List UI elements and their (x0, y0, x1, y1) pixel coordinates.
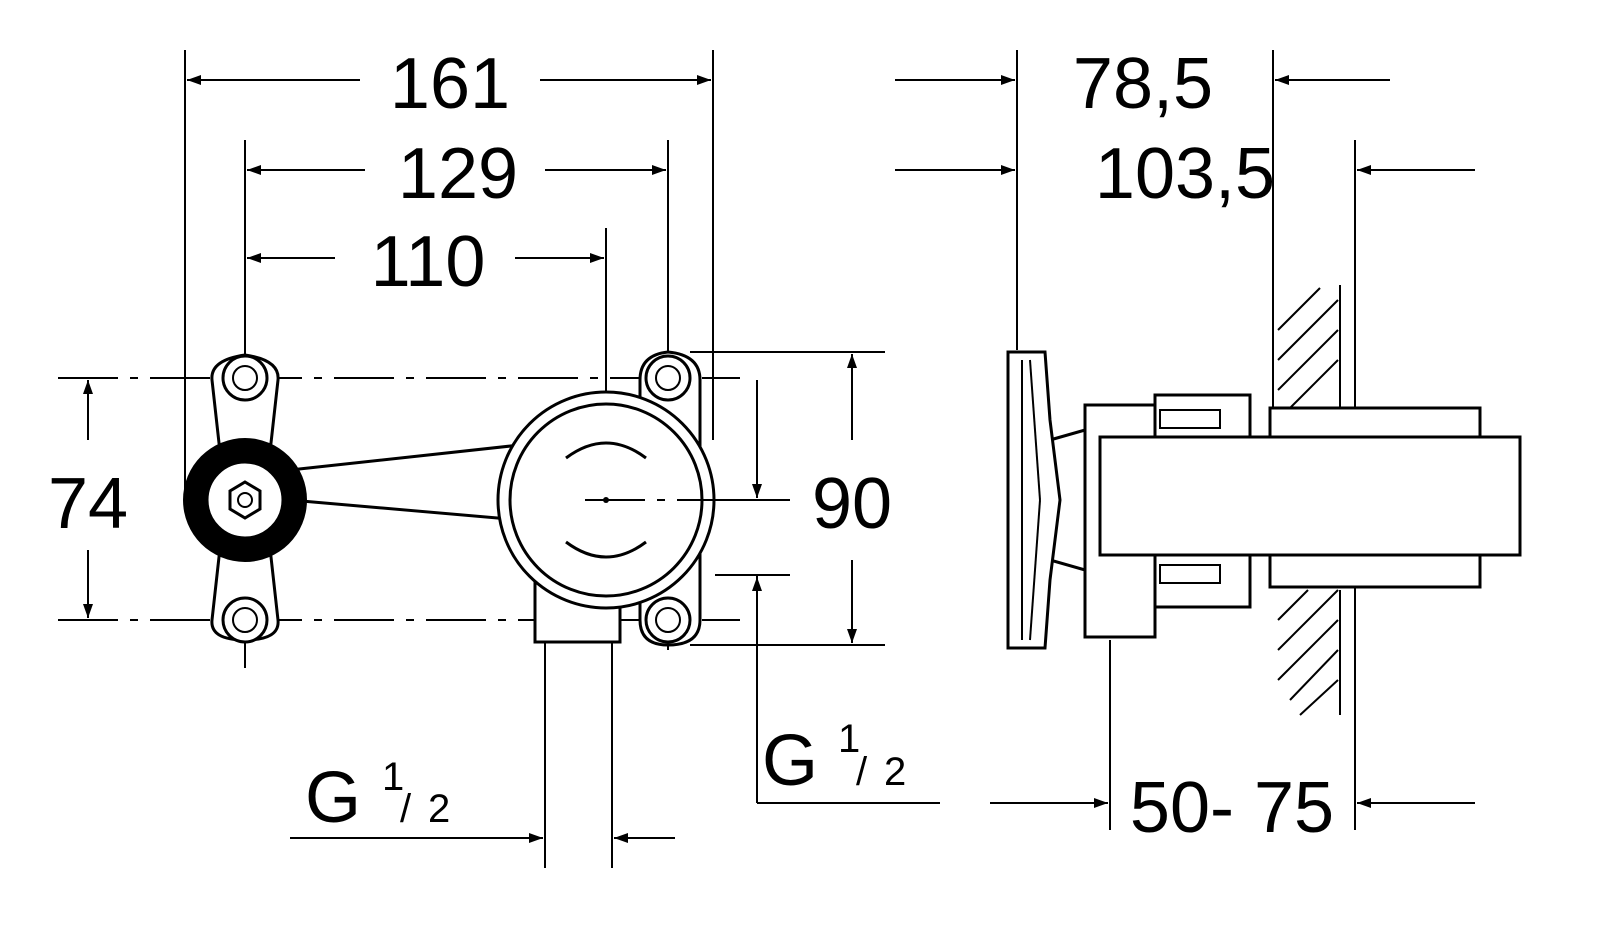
dimension-110-label: 110 (371, 222, 486, 302)
thread-right-letter: G (762, 721, 818, 801)
dimension-103-5-label: 103,5 (1095, 134, 1275, 214)
thread-right-num: 1 (838, 717, 860, 761)
dimension-129: 129 (247, 134, 666, 214)
front-view-extension-lines (58, 50, 885, 868)
thread-left-den: 2 (428, 787, 450, 831)
dimension-129-label: 129 (398, 134, 518, 214)
dimension-50-75-label: 50- 75 (1130, 768, 1334, 848)
dimension-161-label: 161 (390, 44, 510, 124)
dimension-74-label: 74 (48, 464, 128, 544)
dimension-78-5: 78,5 (895, 44, 1390, 124)
dimension-161: 161 (187, 44, 711, 124)
side-view-body (1006, 350, 1522, 650)
dimension-50-75: 50- 75 (990, 768, 1475, 848)
thread-left-letter: G (305, 758, 361, 838)
dimension-74: 74 (48, 380, 128, 618)
thread-left-dimension: G 1 / 2 (290, 755, 675, 843)
dimension-78-5-label: 78,5 (1073, 44, 1213, 124)
dimension-90: 90 (752, 354, 892, 643)
thread-right-dimension: G 1 / 2 (756, 575, 940, 804)
thread-left-slash: / (400, 787, 412, 831)
thread-right-den: 2 (884, 750, 906, 794)
thread-left-num: 1 (382, 755, 404, 799)
dimension-90-label: 90 (812, 464, 892, 544)
thread-right-slash: / (856, 750, 868, 794)
dimension-103-5: 103,5 (895, 134, 1475, 214)
dimension-110: 110 (247, 222, 604, 302)
wall-section (1277, 285, 1341, 716)
front-view-body (183, 350, 740, 647)
